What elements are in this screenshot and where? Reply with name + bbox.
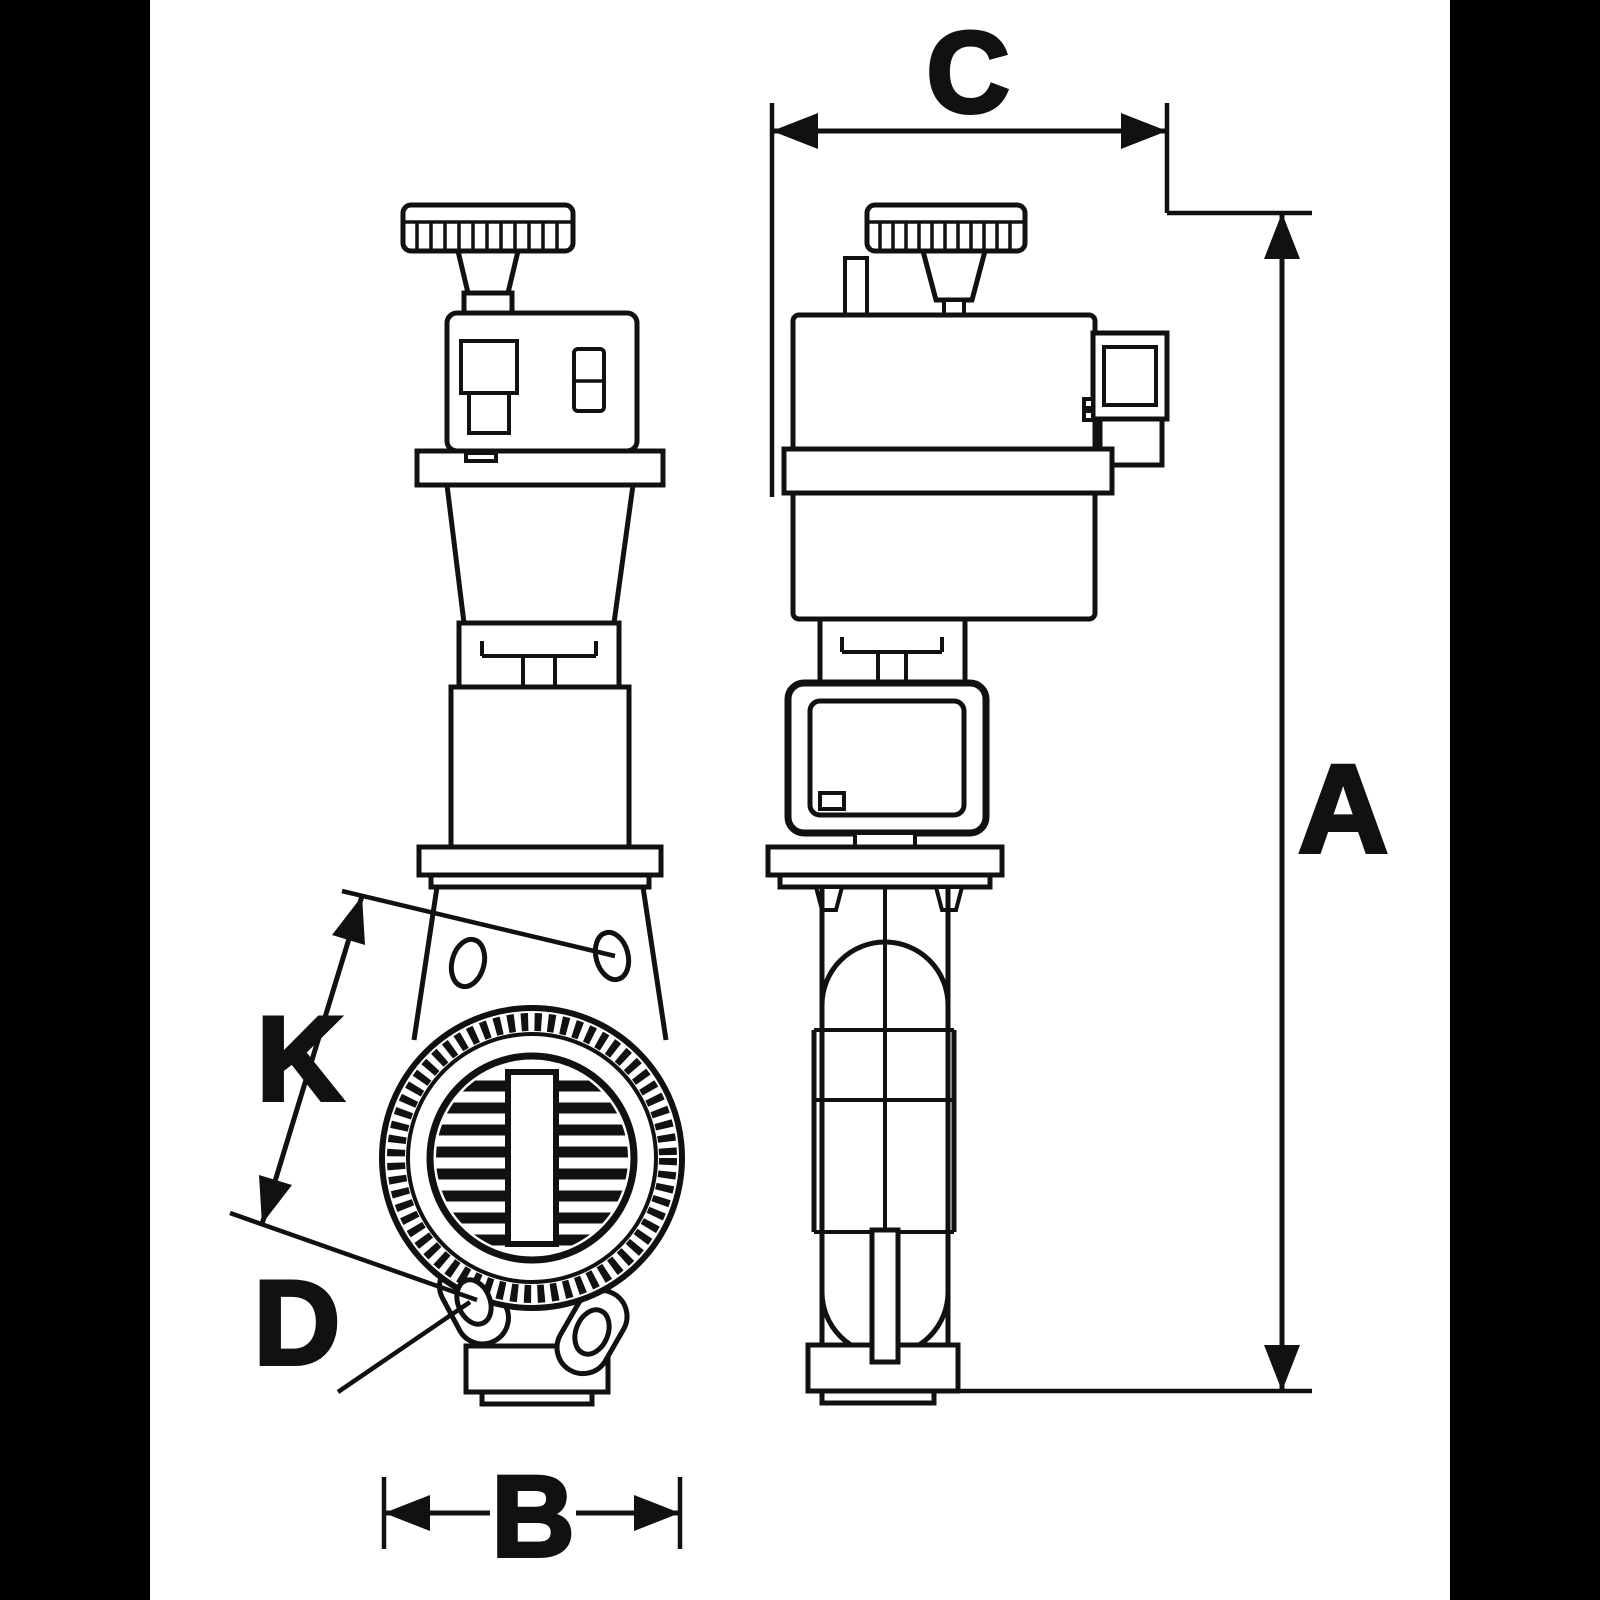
handwheel bbox=[843, 202, 1028, 317]
yoke bbox=[784, 679, 990, 849]
yoke-tab bbox=[818, 791, 846, 811]
stem-bracket bbox=[456, 620, 622, 690]
connector-window bbox=[1102, 345, 1158, 407]
valve-base bbox=[479, 1389, 595, 1407]
connector-screw-top bbox=[1082, 397, 1095, 410]
bolt-hole-top-left bbox=[448, 936, 488, 990]
knurled-ring bbox=[387, 1013, 677, 1303]
leader-line-top bbox=[341, 888, 616, 959]
leader-line bbox=[336, 1300, 472, 1394]
butterfly-disc-edge bbox=[505, 1069, 559, 1247]
body-flange bbox=[416, 844, 664, 878]
handwheel-knurling bbox=[415, 223, 559, 249]
handwheel-hub bbox=[919, 248, 989, 303]
dimension-label-c: C bbox=[926, 9, 1009, 137]
dimension-line bbox=[259, 895, 365, 1225]
conduit-connector bbox=[1082, 330, 1170, 468]
dimension-d: D bbox=[252, 1254, 472, 1394]
dimension-a: A bbox=[958, 210, 1390, 1394]
handwheel-knurling bbox=[878, 223, 1012, 249]
leader-line-bottom bbox=[229, 1210, 478, 1303]
valve-base bbox=[819, 1388, 937, 1406]
valve-neck bbox=[448, 684, 632, 850]
bottom-stem bbox=[869, 1227, 901, 1365]
indicator-insert bbox=[467, 391, 511, 435]
arrowhead-top bbox=[1264, 213, 1300, 259]
actuator-body bbox=[444, 310, 640, 454]
dimension-k: K bbox=[229, 888, 616, 1303]
indicator-window bbox=[459, 339, 519, 395]
arrowhead-top bbox=[332, 896, 365, 945]
bolt-hole-bottom-right bbox=[572, 1307, 612, 1357]
label-backing bbox=[490, 1466, 576, 1560]
yoke-window bbox=[807, 698, 967, 818]
body-step-lines bbox=[811, 1030, 957, 1232]
pipe-flange bbox=[765, 844, 1005, 878]
bracket-detail bbox=[480, 641, 598, 687]
arrowhead-bottom bbox=[259, 1175, 292, 1224]
dimension-b: B bbox=[381, 1451, 683, 1583]
dimension-label-a: A bbox=[1298, 740, 1388, 879]
side-view bbox=[765, 202, 1170, 1406]
column-outer-lines bbox=[819, 887, 951, 1345]
dimension-label-k: K bbox=[257, 992, 344, 1126]
lug-plate bbox=[411, 884, 669, 1041]
arrowhead-right bbox=[634, 1495, 680, 1531]
valve-body-circle bbox=[379, 1005, 685, 1311]
arrowhead-right bbox=[1121, 113, 1167, 149]
dimension-label-d: D bbox=[254, 1256, 341, 1390]
arrowhead-bottom bbox=[1264, 1345, 1300, 1391]
handwheel-hub bbox=[454, 248, 522, 296]
bracket-detail bbox=[840, 637, 944, 683]
connector-screw-bottom bbox=[1082, 409, 1095, 422]
dimension-c: C bbox=[769, 7, 1170, 497]
arrowhead-left bbox=[384, 1495, 430, 1531]
valve-column bbox=[805, 887, 961, 1406]
bonnet bbox=[444, 482, 636, 626]
stem-collar bbox=[461, 290, 515, 316]
stem-bracket bbox=[817, 616, 968, 686]
front-view bbox=[379, 202, 685, 1407]
actuator-flange-band bbox=[781, 446, 1115, 496]
disc-hub-arc-top bbox=[819, 939, 951, 1006]
mounting-flange bbox=[414, 448, 666, 488]
limit-stop-tab bbox=[843, 256, 869, 317]
flange-notch bbox=[464, 451, 498, 463]
handwheel bbox=[400, 202, 576, 316]
arrowhead-left bbox=[772, 113, 818, 149]
dimension-label-b: B bbox=[491, 1453, 574, 1581]
